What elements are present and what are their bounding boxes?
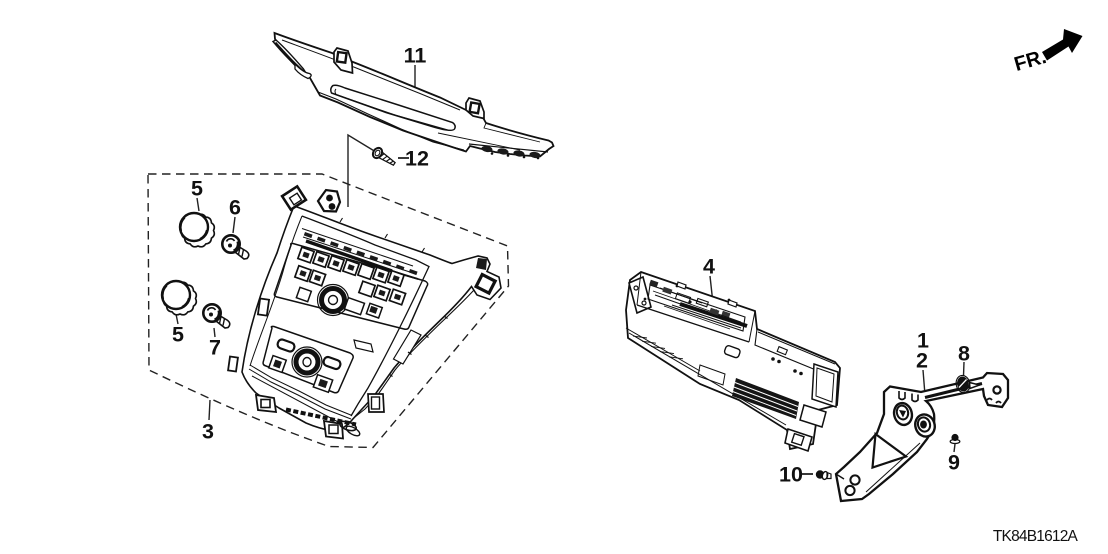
svg-text:9: 9 — [948, 451, 960, 475]
svg-text:4: 4 — [703, 255, 715, 279]
svg-text:11: 11 — [404, 44, 427, 68]
svg-text:3: 3 — [202, 420, 214, 444]
svg-text:8: 8 — [958, 342, 970, 366]
svg-text:2: 2 — [916, 349, 928, 373]
svg-text:TK84B1612A: TK84B1612A — [993, 528, 1079, 545]
svg-text:5: 5 — [172, 323, 184, 347]
svg-text:5: 5 — [191, 177, 203, 201]
svg-text:6: 6 — [229, 196, 241, 220]
svg-text:1: 1 — [917, 329, 929, 353]
svg-text:7: 7 — [209, 336, 221, 360]
svg-text:12: 12 — [405, 147, 429, 171]
svg-text:10: 10 — [779, 463, 803, 487]
